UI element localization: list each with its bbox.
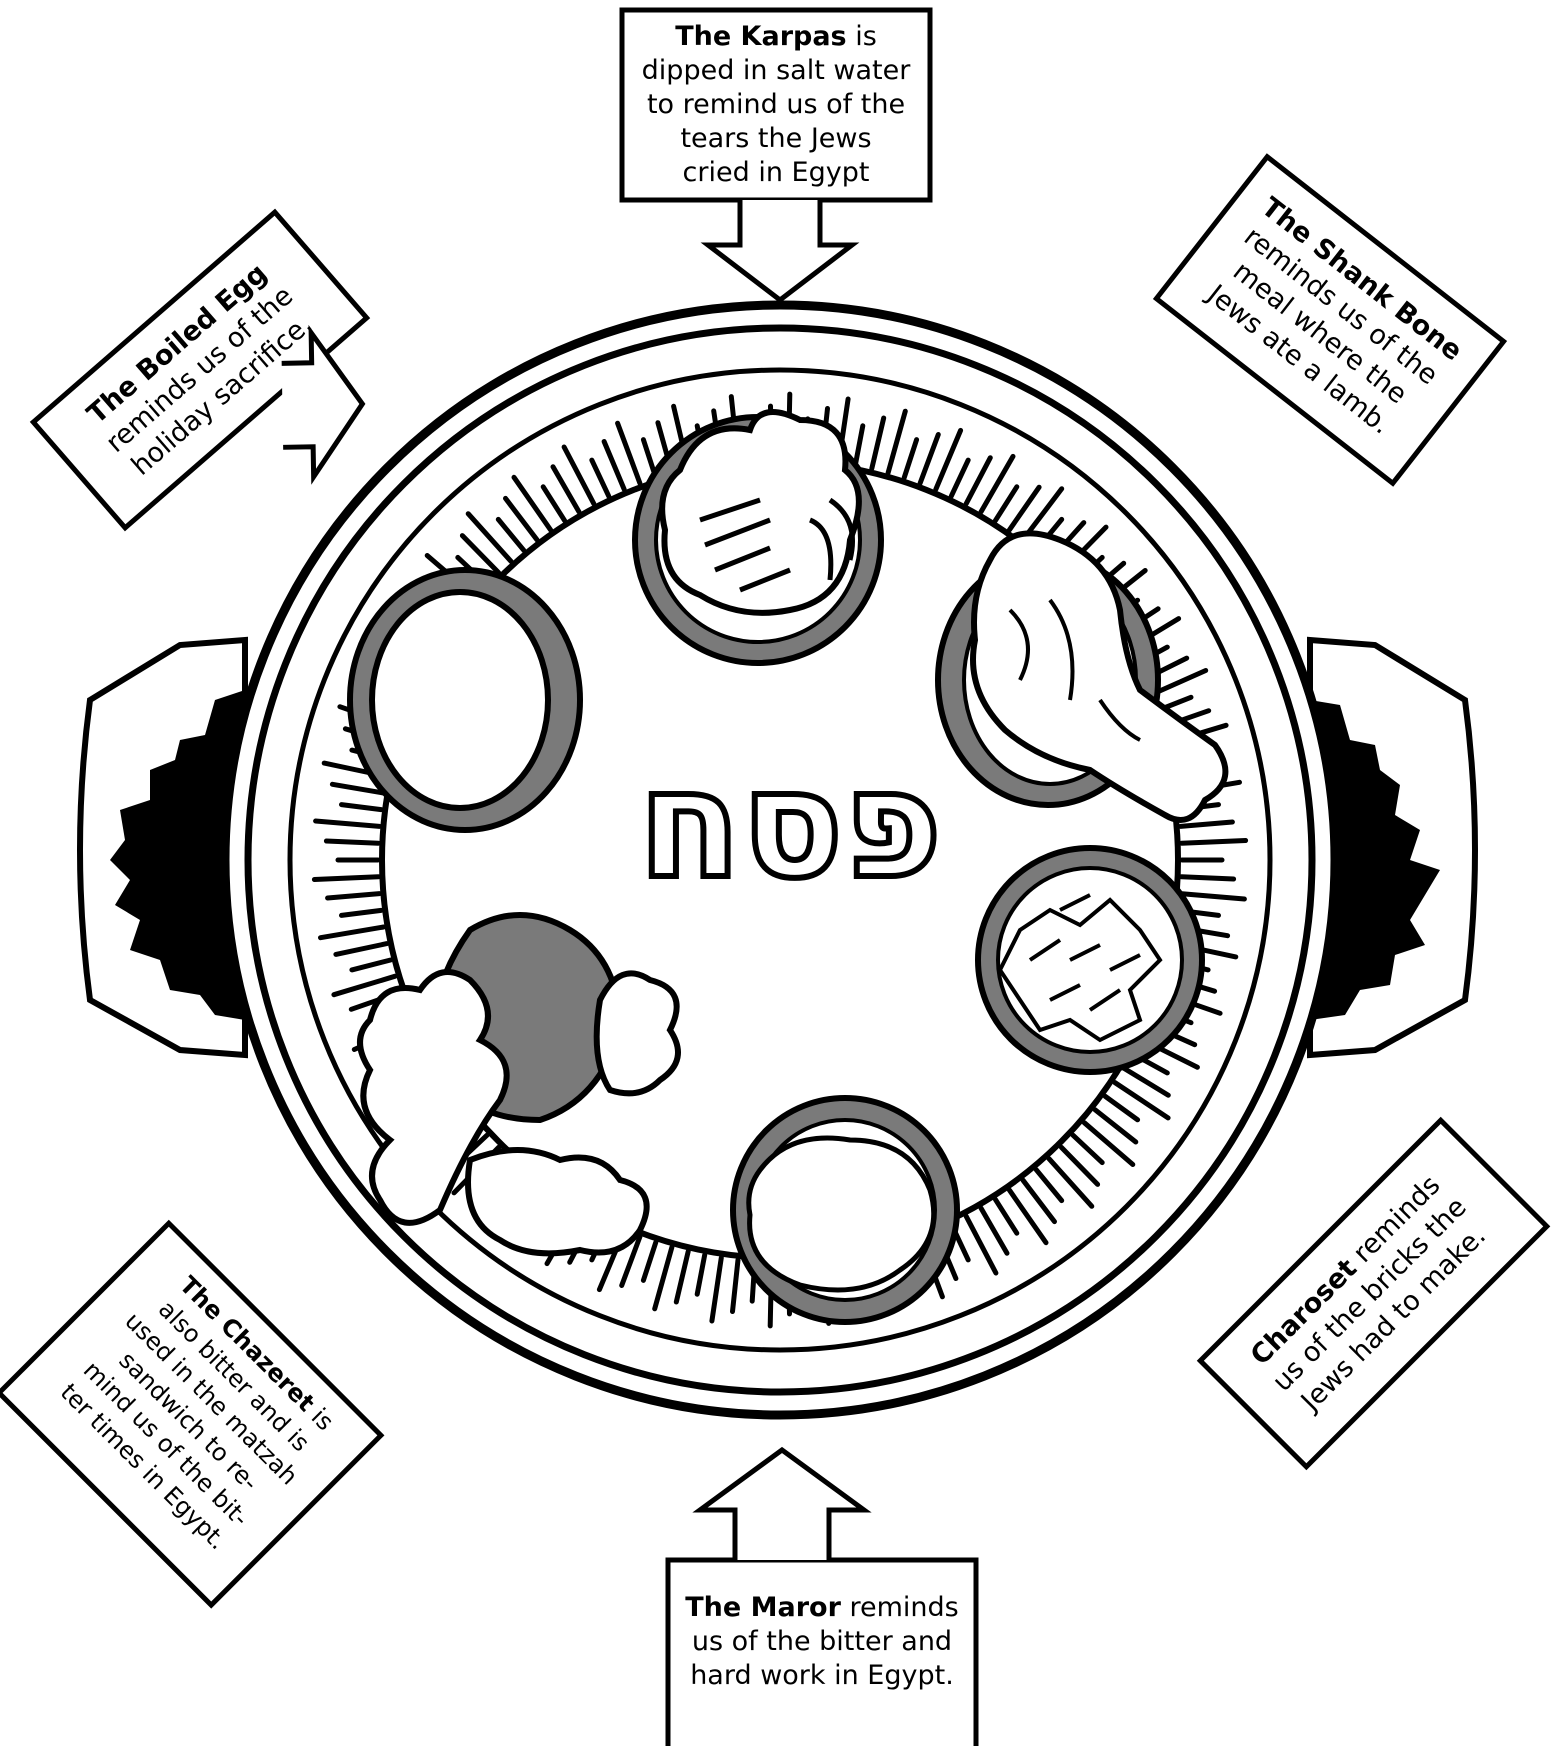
charoset-bowl: [978, 848, 1202, 1072]
hatch-ray: [326, 841, 378, 843]
maror-label: The Maror reminds us of the bitter and h…: [668, 1562, 976, 1722]
plate-handle-left: [80, 640, 245, 1055]
hatch-ray: [1182, 877, 1234, 879]
plate-hebrew-word: פסח: [580, 740, 1000, 910]
maror-label-bold: The Maror: [685, 1592, 841, 1623]
maror-bowl: [733, 1098, 957, 1322]
hebrew-word-text: פסח: [638, 740, 942, 910]
hatch-ray: [1182, 841, 1246, 844]
hatch-ray: [314, 877, 378, 880]
maror-line: hard work in Egypt.: [685, 1659, 958, 1693]
karpas-label-bold: The Karpas: [675, 21, 846, 52]
maror-line: us of the bitter and: [685, 1625, 958, 1659]
boiled-egg-bowl: [350, 570, 580, 830]
karpas-line: cried in Egypt: [642, 156, 911, 190]
karpas-line: to remind us of the: [642, 88, 911, 122]
maror-label-rest: reminds: [841, 1592, 959, 1623]
karpas-bowl: [635, 412, 881, 663]
karpas-label-rest: is: [847, 21, 877, 52]
karpas-label: The Karpas is dipped in salt water to re…: [622, 12, 930, 198]
karpas-line: tears the Jews: [642, 122, 911, 156]
karpas-line: dipped in salt water: [642, 54, 911, 88]
